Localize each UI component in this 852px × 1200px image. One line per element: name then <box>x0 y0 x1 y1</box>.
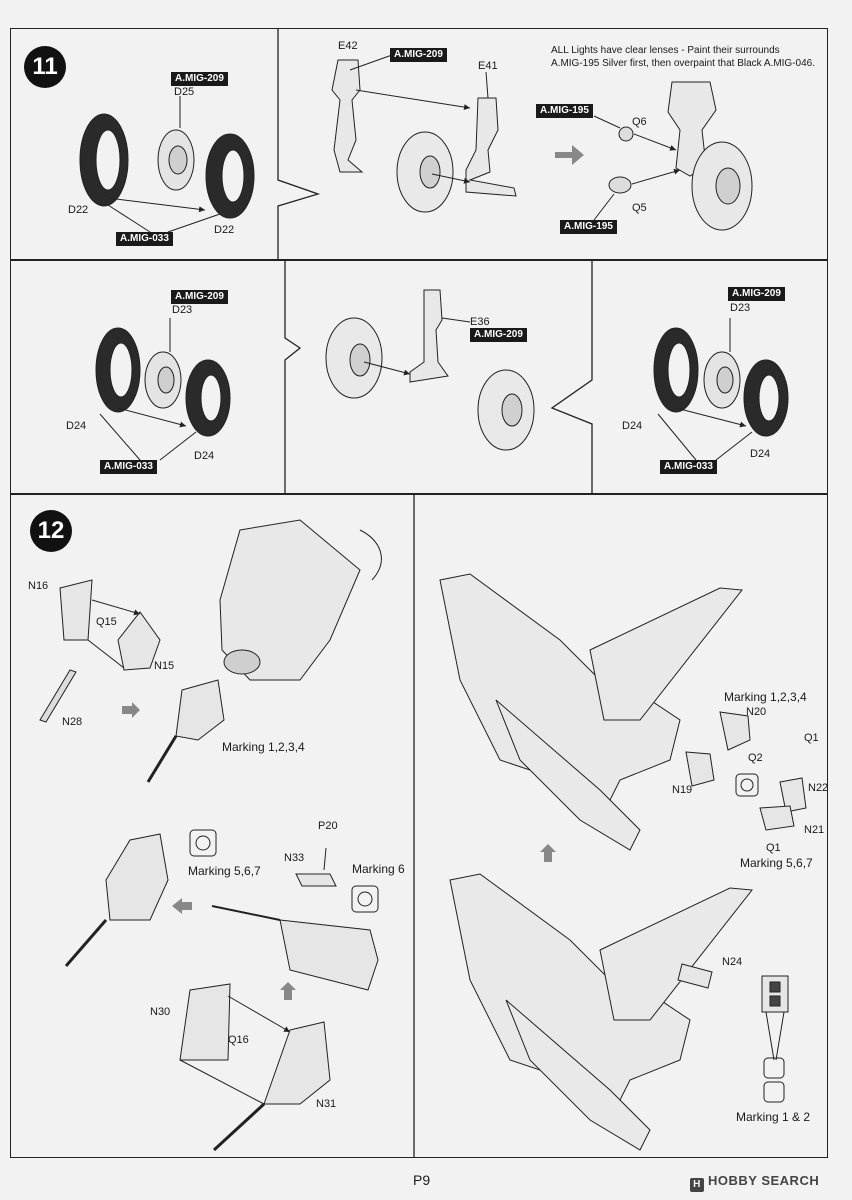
marking-label: Marking 1,2,3,4 <box>724 690 807 704</box>
part-label-d22: D22 <box>68 204 89 216</box>
part-label-n30: N30 <box>150 1006 171 1018</box>
part-label-d22: D22 <box>214 224 235 236</box>
part-label-e36: E36 <box>470 316 490 328</box>
hub-d23-right <box>703 351 741 409</box>
nose-wheel-left <box>325 317 383 399</box>
part-label-n31: N31 <box>316 1098 337 1110</box>
nose-cone-halves-n30-n31 <box>179 983 331 1105</box>
part-label-d23: D23 <box>730 302 751 314</box>
lights-note-line2: A.MIG-195 Silver first, then overpaint t… <box>551 58 815 69</box>
tire-d24-left-b <box>653 327 699 413</box>
part-label-d24: D24 <box>194 450 215 462</box>
part-label-d23: D23 <box>172 304 193 316</box>
part-label-d24: D24 <box>750 448 771 460</box>
part-label-q16: Q16 <box>228 1034 249 1046</box>
nose-cone-marking6 <box>211 905 379 991</box>
paint-label: A.MIG-209 <box>470 328 527 342</box>
tire-d22-left <box>79 113 129 207</box>
tire-d24-right-b <box>743 359 789 437</box>
tire-d24-left <box>95 327 141 413</box>
paint-label: A.MIG-209 <box>728 287 785 301</box>
part-label-n33: N33 <box>284 852 305 864</box>
light-q6 <box>618 126 634 142</box>
nose-cone-assembled <box>146 679 225 783</box>
part-label-n20: N20 <box>746 706 767 718</box>
hub-d25 <box>157 129 195 191</box>
fuselage-nose <box>219 519 361 681</box>
step-number-12: 12 <box>30 510 72 552</box>
part-label-n22: N22 <box>808 782 829 794</box>
nose-wheel-right <box>477 369 535 451</box>
part-label-n21: N21 <box>804 824 825 836</box>
marking-label: Marking 6 <box>352 862 405 876</box>
part-label-e41: E41 <box>478 60 498 72</box>
part-label-q15: Q15 <box>96 616 117 628</box>
paint-label: A.MIG-195 <box>560 220 617 234</box>
paint-label: A.MIG-195 <box>536 104 593 118</box>
light-q5 <box>608 176 632 194</box>
assembled-main-gear <box>667 81 753 231</box>
step12-panel <box>10 494 828 1158</box>
brand-logo-icon: H <box>690 1178 704 1192</box>
paint-label: A.MIG-033 <box>100 460 157 474</box>
paint-label: A.MIG-033 <box>116 232 173 246</box>
part-label-d24: D24 <box>622 420 643 432</box>
tail-parts-n19-n22 <box>685 711 807 831</box>
step11b-panel <box>10 260 828 494</box>
tire-d24-right <box>185 359 231 437</box>
part-label-q6: Q6 <box>632 116 647 128</box>
tire-d22-right <box>205 133 255 219</box>
part-label-n15: N15 <box>154 660 175 672</box>
main-wheel-assembled <box>396 131 454 213</box>
part-label-q2: Q2 <box>748 752 763 764</box>
marking-label: Marking 1,2,3,4 <box>222 740 305 754</box>
marking-label: Marking 5,6,7 <box>740 856 813 870</box>
part-label-d24: D24 <box>66 420 87 432</box>
lights-note: ALL Lights have clear lenses - Paint the… <box>551 44 851 70</box>
tail-section-top <box>439 573 743 851</box>
part-label-q5: Q5 <box>632 202 647 214</box>
part-label-n28: N28 <box>62 716 83 728</box>
lights-note-line1: ALL Lights have clear lenses - Paint the… <box>551 45 780 56</box>
part-label-q1: Q1 <box>766 842 781 854</box>
gear-strut-e41 <box>465 97 517 197</box>
page-number: P9 <box>413 1172 431 1188</box>
nose-cone-halves <box>59 579 161 671</box>
rotate-icon <box>189 773 785 1103</box>
part-label-e42: E42 <box>338 40 358 52</box>
paint-label: A.MIG-209 <box>171 290 228 304</box>
part-label-n16: N16 <box>28 580 49 592</box>
brand-name: HOBBY SEARCH <box>708 1173 820 1188</box>
part-label-p20: P20 <box>318 820 338 832</box>
part-label-d25: D25 <box>174 86 195 98</box>
paint-label: A.MIG-209 <box>171 72 228 86</box>
nose-gear-strut-e36 <box>409 289 449 383</box>
part-label-n24: N24 <box>722 956 743 968</box>
step-number-11: 11 <box>24 46 66 88</box>
panel-n24 <box>677 963 713 989</box>
nose-cone-marking567 <box>64 833 169 967</box>
tail-section-bottom <box>449 873 753 1151</box>
part-label-n19: N19 <box>672 784 693 796</box>
paint-label: A.MIG-209 <box>390 48 447 62</box>
paint-label: A.MIG-033 <box>660 460 717 474</box>
panel-n33 <box>295 873 337 887</box>
hub-d23-left <box>144 351 182 409</box>
pitot-n28 <box>39 669 77 723</box>
decal-placement-guide <box>761 975 789 1061</box>
part-label-q1: Q1 <box>804 732 819 744</box>
marking-label: Marking 1 & 2 <box>736 1110 811 1124</box>
brand-watermark: H HOBBY SEARCH <box>690 1173 819 1192</box>
marking-label: Marking 5,6,7 <box>188 864 261 878</box>
gear-strut-e42 <box>331 59 364 173</box>
step11-panel <box>10 28 828 260</box>
